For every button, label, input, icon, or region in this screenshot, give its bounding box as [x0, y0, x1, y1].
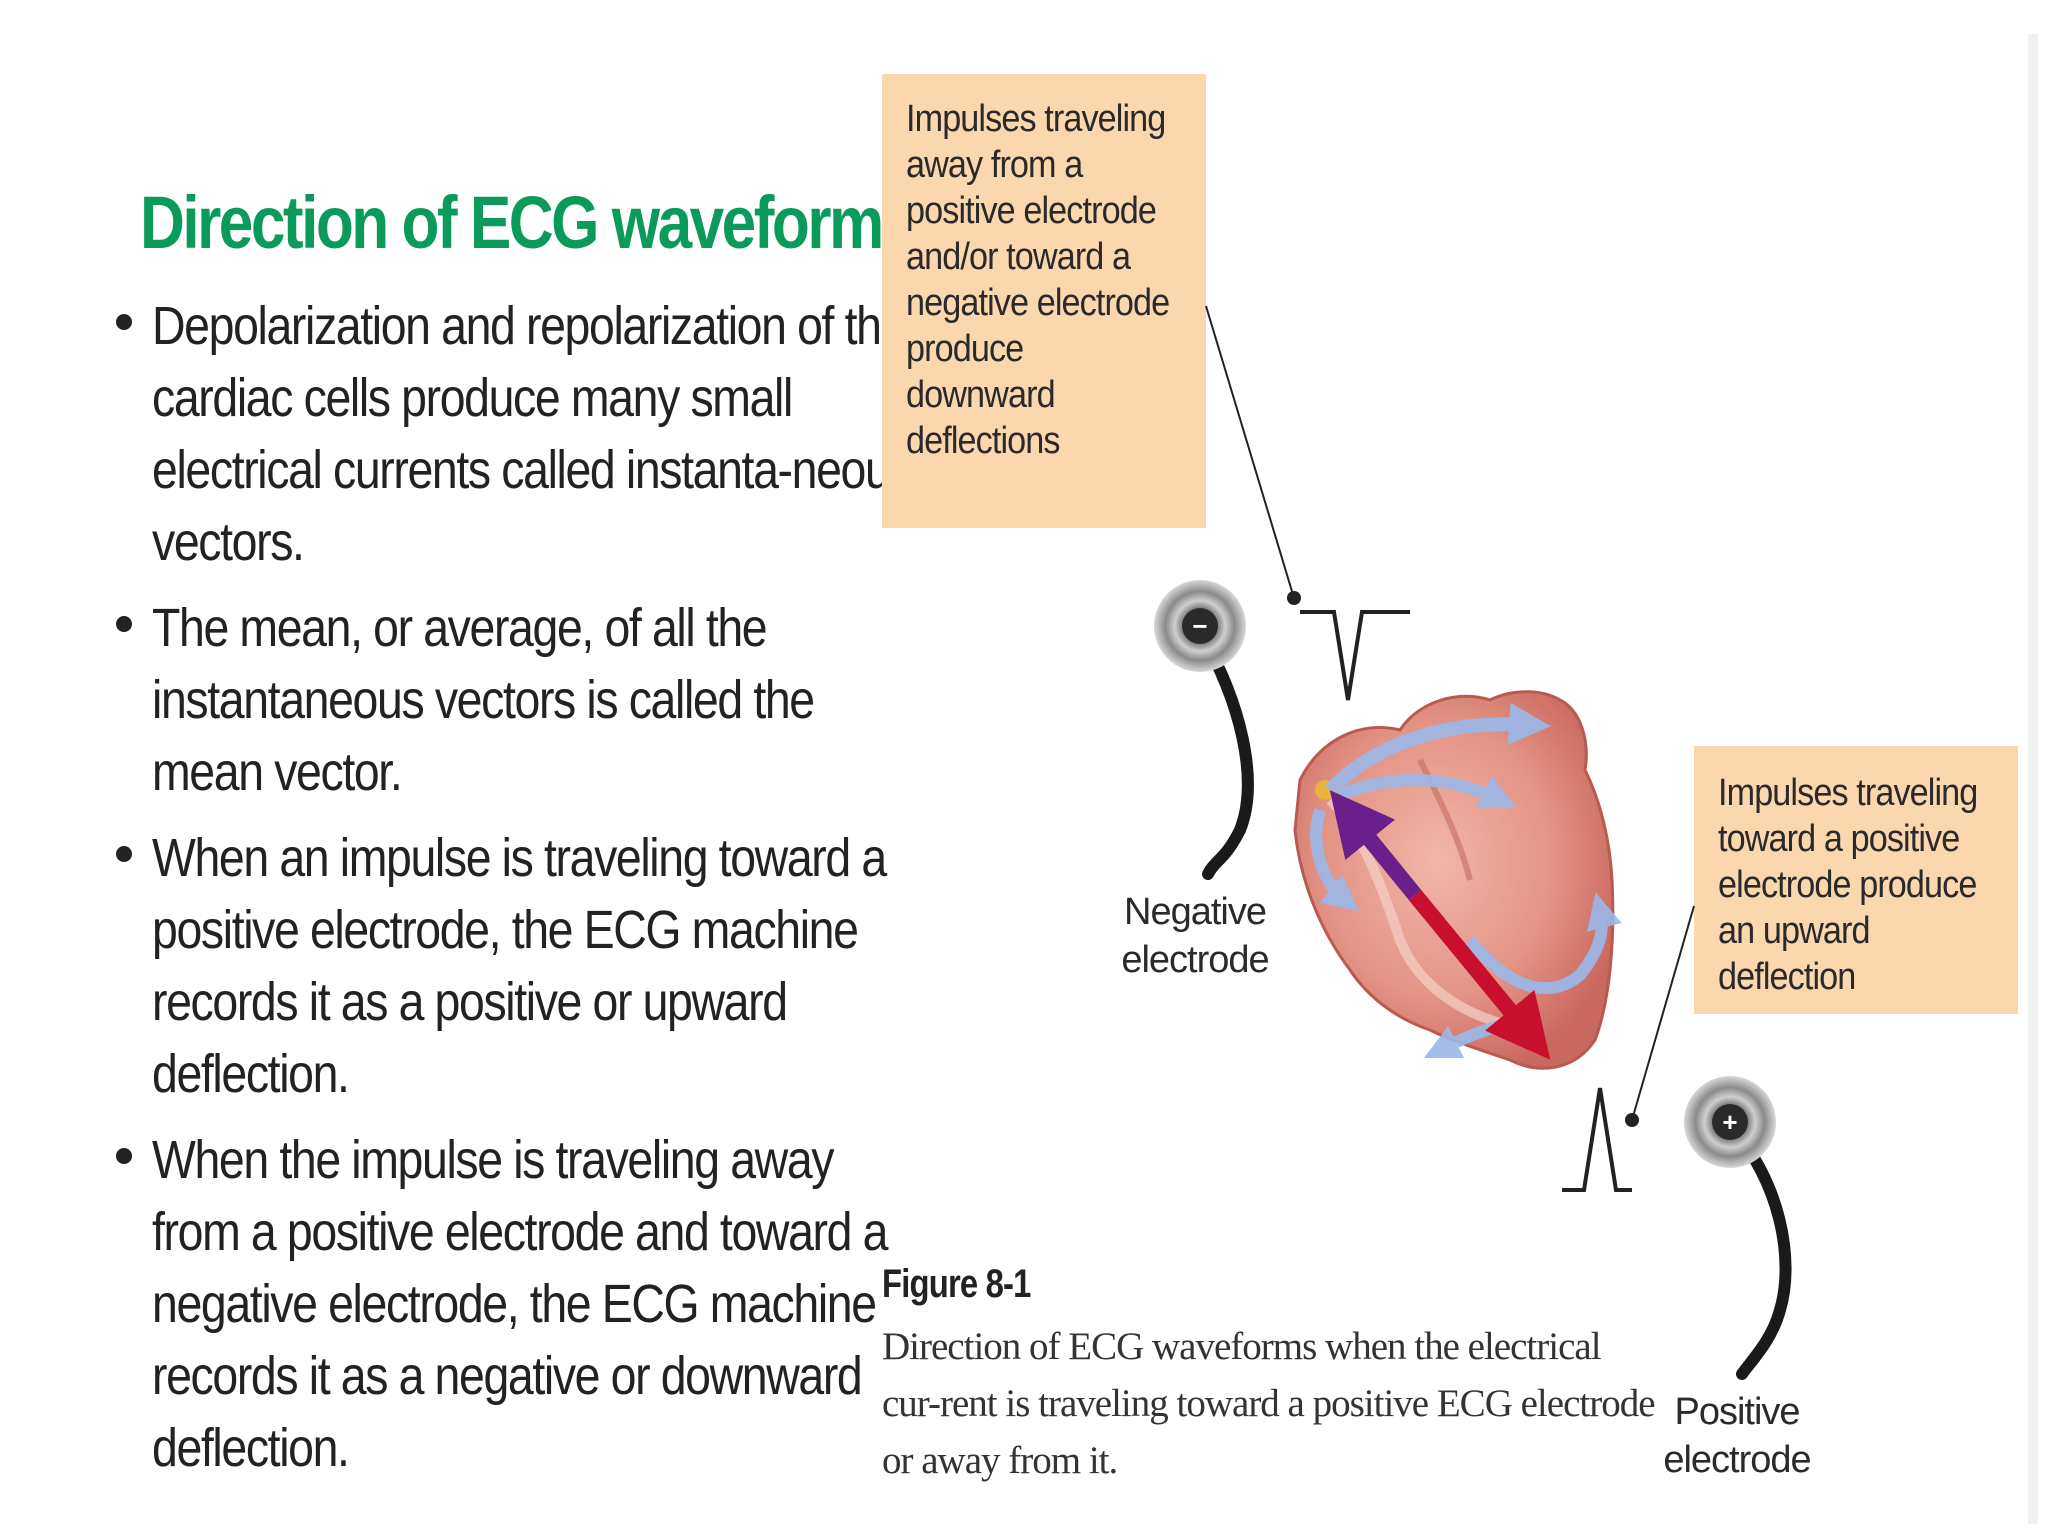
callout-downward: Impulses traveling away from a positive …	[882, 74, 1206, 528]
negative-electrode-label: Negative electrode	[1121, 891, 1269, 981]
bullet-item: The mean, or average, of all the instant…	[110, 592, 970, 808]
leader-dot-right	[1625, 1113, 1639, 1127]
callout-downward-text: Impulses traveling away from a positive …	[906, 98, 1170, 462]
callout-upward: Impulses traveling toward a positive ele…	[1694, 746, 2018, 1014]
slide-title: Direction of ECG waveforms	[140, 181, 916, 264]
positive-electrode-label: Positive electrode	[1663, 1391, 1811, 1481]
callout-upward-text: Impulses traveling toward a positive ele…	[1718, 772, 1978, 998]
bullet-text: When an impulse is traveling toward a po…	[152, 828, 887, 1104]
bullet-dot	[116, 616, 132, 632]
positive-electrode-icon	[1684, 1076, 1792, 1380]
bullet-text: When the impulse is traveling away from …	[152, 1130, 888, 1478]
positive-symbol: +	[1722, 1107, 1737, 1137]
negative-electrode-icon	[1154, 580, 1254, 880]
bullet-item: When the impulse is traveling away from …	[110, 1124, 970, 1484]
bullet-text: Depolarization and repolarization of the…	[152, 296, 913, 572]
bullet-list: Depolarization and repolarization of the…	[110, 290, 970, 1498]
bullet-dot	[116, 1148, 132, 1164]
bullet-item: Depolarization and repolarization of the…	[110, 290, 970, 578]
leader-dot-top	[1287, 591, 1301, 605]
bullet-dot	[116, 846, 132, 862]
upward-deflection-icon	[1562, 1087, 1632, 1192]
purple-vector-arrow	[1329, 790, 1422, 901]
bullet-item: When an impulse is traveling toward a po…	[110, 822, 970, 1110]
bullet-text: The mean, or average, of all the instant…	[152, 598, 815, 802]
negative-symbol: −	[1192, 611, 1207, 641]
downward-deflection-icon	[1300, 610, 1410, 701]
figure-caption: Direction of ECG waveforms when the elec…	[882, 1325, 1656, 1482]
figure-label: Figure 8-1	[882, 1262, 1031, 1306]
slide-edge	[2028, 34, 2038, 1524]
heart-illustration	[1293, 690, 1622, 1070]
leader-line-top	[1205, 305, 1295, 599]
red-vector-arrow	[1408, 889, 1551, 1060]
bullet-dot	[116, 314, 132, 330]
leader-line-right	[1631, 905, 1695, 1121]
